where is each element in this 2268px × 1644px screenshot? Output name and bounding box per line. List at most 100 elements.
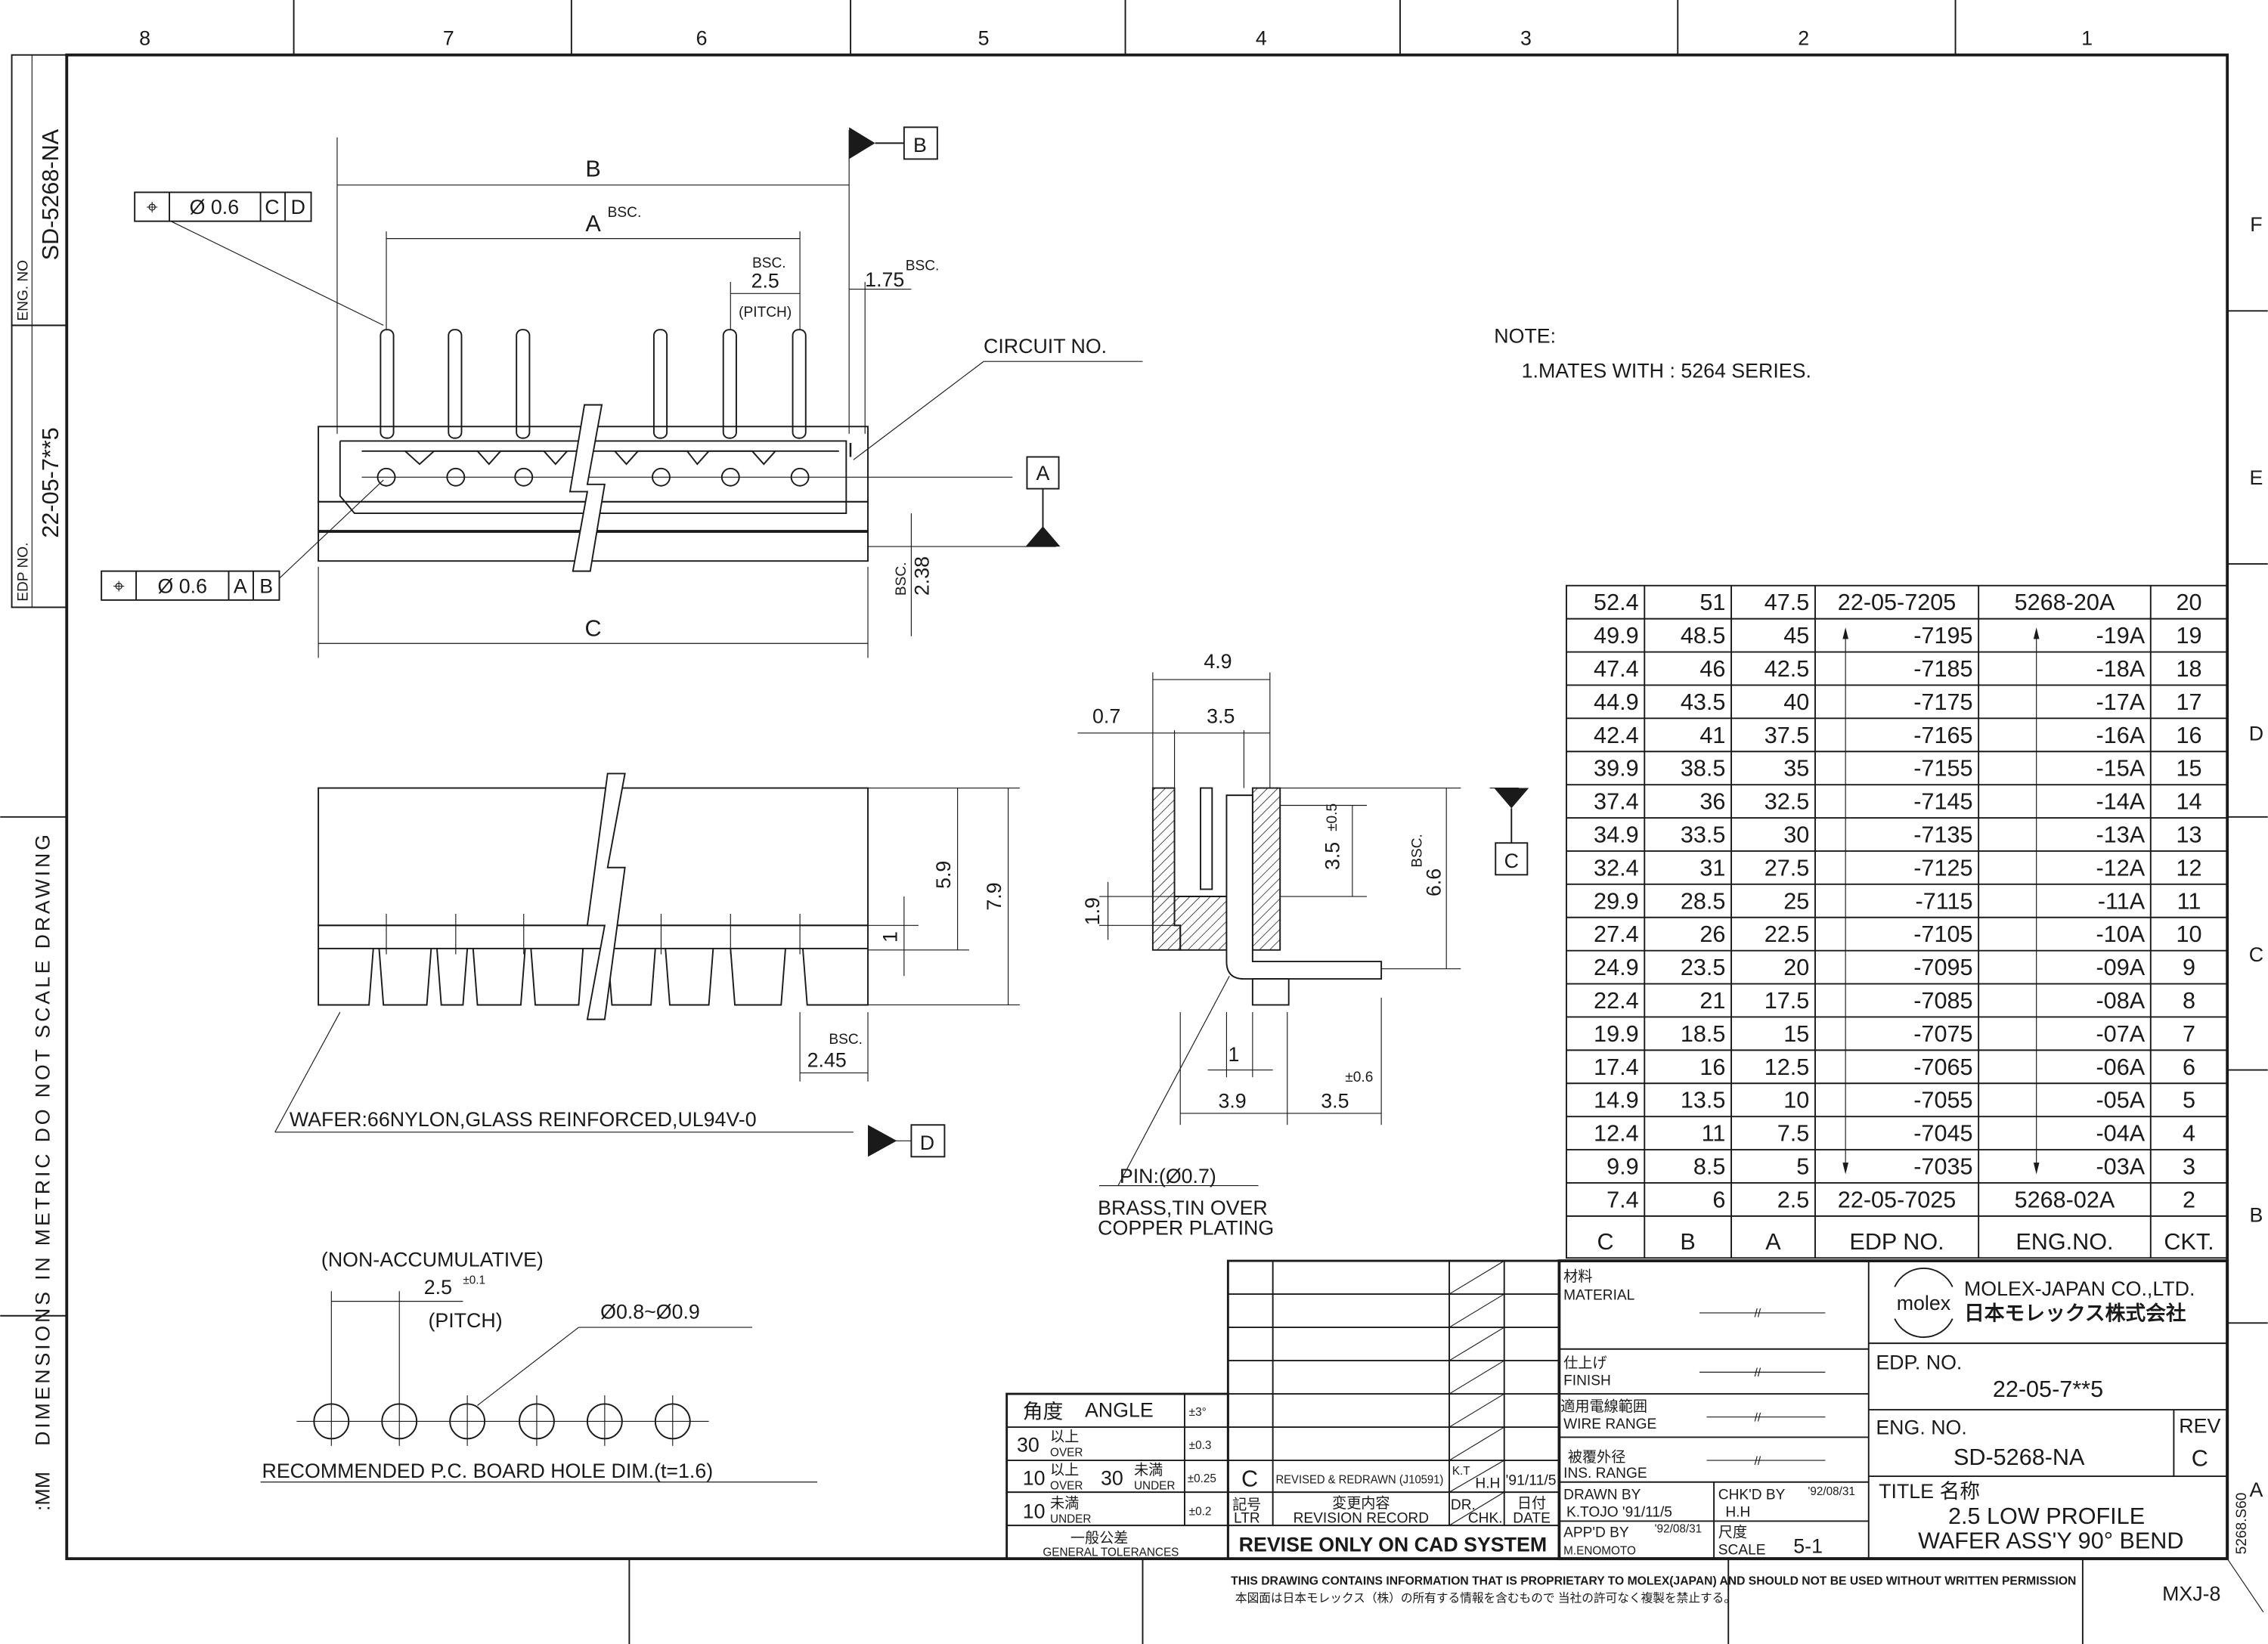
- fcf-tolerance: Ø 0.6: [158, 574, 207, 597]
- table-cell: 12.5: [1765, 1054, 1810, 1080]
- fcf-datum: B: [259, 574, 273, 597]
- zone-label: 7: [443, 26, 454, 49]
- table-cell: -7185: [1913, 656, 1972, 682]
- pin-material-line2: COPPER PLATING: [1098, 1217, 1274, 1240]
- table-border: [1566, 584, 2229, 1259]
- table-cell: -12A: [2096, 855, 2146, 881]
- tol-value: ±0.2: [1189, 1506, 1212, 1519]
- eng-no-label: ENG. NO: [16, 260, 32, 321]
- datum-c-label: C: [1504, 850, 1519, 872]
- table-cell: 39.9: [1594, 756, 1639, 782]
- proprietary-notice-jp: 本図面は日本モレックス（株）の所有する情報を含むもので 当社の許可なく複製を禁止…: [1235, 1592, 1736, 1605]
- table-cell: 26: [1699, 921, 1725, 947]
- table-header: B: [1680, 1229, 1695, 1255]
- table-header: ENG.NO.: [2015, 1229, 2113, 1255]
- pcb-pitch-value: 2.5: [424, 1276, 452, 1299]
- table-cell: 46: [1699, 656, 1725, 682]
- table-cell: 15: [2176, 756, 2201, 782]
- tol-value: ±0.3: [1189, 1439, 1212, 1452]
- table-cell: 19.9: [1594, 1021, 1639, 1047]
- table-cell: 7.4: [1606, 1187, 1639, 1212]
- feature-control-frame-cd: ⌖ Ø 0.6 C D: [134, 191, 312, 222]
- datum-b-flag: B: [849, 126, 938, 160]
- table-cell: 49.9: [1594, 623, 1639, 649]
- zone-label: 3: [1520, 26, 1532, 49]
- zone-label: 4: [1256, 26, 1267, 49]
- table-cell: 2.5: [1777, 1187, 1810, 1212]
- company-name-jp: 日本モレックス株式会社: [1964, 1302, 2186, 1325]
- material-label: MATERIAL: [1563, 1288, 1634, 1304]
- table-cell: -7195: [1913, 623, 1972, 649]
- table-cell: 27.4: [1594, 921, 1639, 947]
- dim-c: C: [585, 616, 602, 642]
- metric-note: DIMENSIONS IN METRIC DO NOT SCALE DRAWIN…: [31, 831, 54, 1446]
- dim-2-45-bsc: BSC.: [829, 1032, 863, 1048]
- table-cell: 24.9: [1594, 955, 1639, 980]
- zone-label: A: [2250, 1478, 2263, 1501]
- units-label: :MM: [31, 1472, 54, 1511]
- table-cell: -7035: [1913, 1153, 1972, 1179]
- drawn-by-label: DRAWN BY: [1563, 1488, 1641, 1503]
- tol-value: ±0.25: [1188, 1472, 1216, 1485]
- note-title: NOTE:: [1494, 324, 1556, 347]
- drawn-by-value: K.TOJO '91/11/5: [1566, 1505, 1672, 1521]
- edp-no-value: 22-05-7**5: [38, 427, 64, 537]
- zone-label: 1: [2081, 26, 2093, 49]
- table-header: A: [1765, 1229, 1781, 1255]
- ltr-header-jp: 記号: [1232, 1497, 1261, 1513]
- datum-d-flag: D: [868, 1124, 946, 1158]
- table-cell: 10: [2176, 921, 2201, 947]
- dim-4-9: 4.9: [1204, 650, 1232, 673]
- wire-range-label-jp: 適用電線範囲: [1560, 1398, 1647, 1415]
- dim-3-5-top: 3.5: [1207, 704, 1235, 727]
- tol-0-6: ±0.6: [1345, 1070, 1373, 1085]
- edp-no-value: 22-05-7**5: [1993, 1376, 2103, 1402]
- table-cell: -06A: [2096, 1054, 2146, 1080]
- table-cell: -7115: [1916, 888, 1973, 914]
- pcb-pitch-tol: ±0.1: [463, 1274, 485, 1287]
- table-cell: 6: [2183, 1054, 2195, 1080]
- datum-c-flag: C: [1494, 788, 1529, 876]
- table-cell: -09A: [2096, 955, 2146, 980]
- hole-diameter: Ø0.8~Ø0.9: [600, 1301, 700, 1324]
- zone-label: C: [2249, 943, 2263, 966]
- table-cell: -04A: [2096, 1121, 2146, 1147]
- zone-label: 8: [139, 26, 150, 49]
- table-cell: 33.5: [1681, 822, 1726, 847]
- table-cell: 5: [1796, 1153, 1809, 1179]
- dr-header: DR.: [1451, 1497, 1476, 1513]
- table-cell: 28.5: [1681, 888, 1726, 914]
- left-id-strip: ENG. NO SD-5268-NA EDP NO. 22-05-7**5 DI…: [11, 54, 68, 1511]
- table-cell: -7165: [1913, 723, 1972, 748]
- table-cell: 29.9: [1594, 888, 1639, 914]
- table-cell: 17.4: [1594, 1054, 1639, 1080]
- table-cell: -15A: [2096, 756, 2146, 782]
- ins-range-value: //: [1755, 1455, 1761, 1468]
- table-cell: 16: [2176, 723, 2201, 748]
- table-cell: -7125: [1913, 855, 1972, 881]
- table-cell: 51: [1699, 590, 1725, 615]
- finish-value: //: [1755, 1367, 1761, 1379]
- eng-no-value: SD-5268-NA: [1954, 1444, 2085, 1470]
- date-header: DATE: [1513, 1510, 1551, 1526]
- dim-a: A: [585, 211, 601, 237]
- pitch-value: 2.5: [751, 270, 779, 293]
- table-cell: 20: [2176, 590, 2201, 615]
- table-cell: 36: [1699, 789, 1725, 815]
- datum-d-label: D: [920, 1132, 934, 1154]
- revision-description: REVISED & REDRAWN (J10591): [1275, 1474, 1443, 1487]
- dim-0-7: 0.7: [1092, 704, 1120, 727]
- dim-b: B: [585, 156, 600, 181]
- pin-note: PIN:(Ø0.7): [1120, 1165, 1216, 1187]
- title-label: TITLE 名称: [1879, 1480, 1980, 1503]
- tol-range-value: 10: [1023, 1467, 1046, 1490]
- pcb-pitch-label: (PITCH): [428, 1309, 502, 1332]
- table-cell: -10A: [2096, 921, 2146, 947]
- company-name: MOLEX-JAPAN CO.,LTD.: [1964, 1277, 2195, 1300]
- side-view: 4.9 0.7 3.5 3.5 ±0.5 BSC. 6.6 1.9 1 3.9 …: [1077, 650, 1529, 1240]
- table-cell: 42.4: [1594, 723, 1639, 748]
- table-cell: 17.5: [1765, 988, 1810, 1014]
- table-cell: 37.5: [1765, 723, 1810, 748]
- checked-date: '92/08/31: [1808, 1485, 1854, 1498]
- revision-record-header: REVISION RECORD: [1294, 1510, 1429, 1526]
